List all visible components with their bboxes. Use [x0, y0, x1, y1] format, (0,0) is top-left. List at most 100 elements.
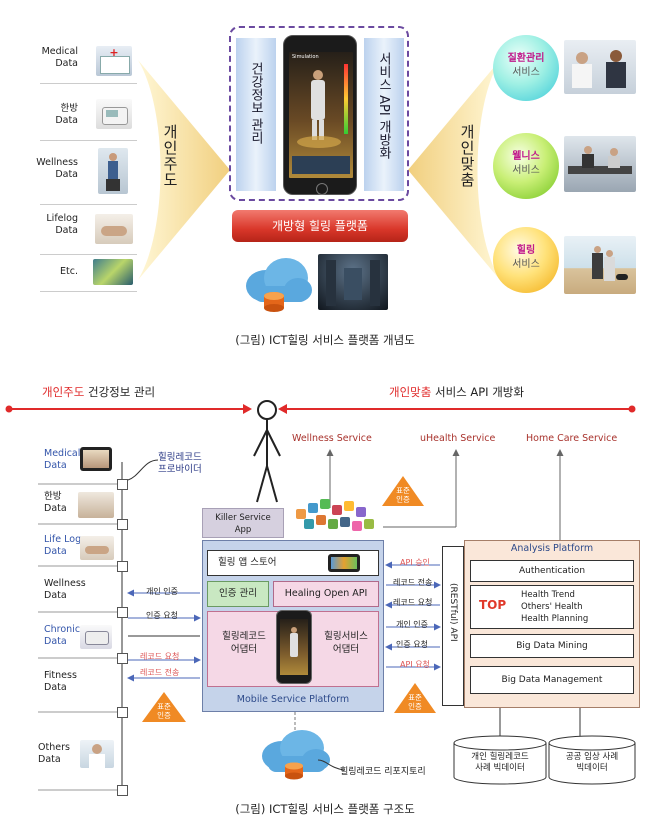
restful-api-label: (RESTful) API — [448, 583, 458, 642]
left-arrow-label: 개인주도 — [161, 124, 179, 188]
left-arrow-label-record-send: 레코드 전송 — [140, 668, 180, 677]
service-api-label: 서비스 API 개방화 — [376, 52, 391, 159]
bus-node — [117, 479, 128, 490]
health-planning-label: Health Planning — [521, 614, 589, 624]
list-item-wellness-data: Wellness Data — [36, 157, 78, 180]
wellness-circle: 웰니스 서비스 — [493, 133, 559, 199]
smartphone-image: Simulation — [283, 35, 357, 195]
user-stick-figure-icon — [253, 400, 281, 503]
figure-1-caption: (그림) ICT힐링 서비스 플랫폼 개념도 — [235, 333, 415, 347]
doctor-image — [80, 740, 114, 768]
analysis-platform-title: Analysis Platform — [510, 543, 594, 554]
left-arrow-label-auth-request: 인증 요청 — [146, 611, 178, 620]
others-health-label: Others' Health — [521, 602, 583, 612]
server-room-image — [318, 254, 388, 310]
list-divider — [40, 254, 137, 255]
personal-record-db-label: 개인 힐링레코드 사례 빅데이터 — [471, 752, 529, 773]
tablet-image — [80, 447, 112, 471]
database-icon — [548, 735, 636, 785]
hospital-image: + — [96, 46, 132, 76]
blood-pressure-monitor-image — [80, 625, 112, 649]
right-arrow-label: 개인맞춤 — [458, 124, 476, 188]
home-care-service-label: Home Care Service — [526, 433, 618, 444]
figure-2-caption: (그림) ICT힐링 서비스 플랫폼 구조도 — [235, 802, 415, 816]
disease-management-circle: 질환관리 서비스 — [493, 35, 559, 101]
mid-arrow-label-api-approval: API 승인 — [400, 558, 430, 567]
left-arrow-label-record-request: 레코드 요청 — [140, 652, 180, 661]
list-divider — [40, 204, 137, 205]
public-clinical-db-label: 공공 임상 사례 빅데이터 — [565, 752, 619, 773]
runner-image — [98, 148, 128, 194]
mid-arrow-label-api-request: API 요청 — [400, 660, 430, 669]
bus-node — [117, 707, 128, 718]
healing-app-store-box: 힐링 앱 스토어 — [207, 550, 379, 576]
list-item-medical-data: Medical Data — [41, 46, 78, 69]
health-info-label: 건강정보 관리 — [248, 62, 263, 145]
record-adapter-label: 힐링레코드 어댑터 — [222, 631, 266, 655]
killer-service-app-box: Killer Service App — [202, 508, 284, 538]
bus-node — [117, 653, 128, 664]
auth-management-box: 인증 관리 — [207, 581, 269, 607]
service-adapter-label: 힐링서비스 어댑터 — [324, 631, 368, 655]
left-arrow-label-personal-auth: 개인 인증 — [146, 587, 178, 596]
list-item-lifelog-data: Lifelog Data — [46, 213, 78, 236]
repository-pointer — [317, 759, 345, 771]
acupuncture-image — [78, 492, 114, 518]
list-item-etc: Etc. — [60, 266, 78, 277]
mid-arrow-label-auth-request: 인증 요청 — [396, 640, 428, 649]
mid-arrow-label-personal-auth: 개인 인증 — [396, 620, 428, 629]
healing-record-repository-label: 힐링레코드 리포지토리 — [340, 767, 426, 777]
beach-walk-image — [564, 236, 636, 294]
list-divider — [40, 291, 137, 292]
open-healing-platform-bar: 개방형 힐링 플랫폼 — [232, 210, 408, 242]
left-inbound-arrow — [138, 60, 230, 280]
bus-node — [117, 519, 128, 530]
bus-node — [117, 607, 128, 618]
authentication-box: Authentication — [470, 560, 634, 582]
healing-record-provider-label: 힐링레코드 프로바이더 — [158, 452, 202, 475]
right-inbound-arrow — [408, 60, 500, 280]
mid-arrow-label-record-request: 레코드 요청 — [393, 598, 433, 607]
restful-api-bar — [442, 546, 464, 706]
blood-pressure-monitor-image — [96, 99, 132, 129]
health-info-bar — [236, 38, 276, 191]
smartphone-image — [276, 610, 312, 684]
uhealth-service-label: uHealth Service — [420, 433, 496, 444]
smartphone-icon — [328, 554, 360, 572]
healing-open-api-box: Healing Open API — [273, 581, 379, 607]
provider-pointer — [127, 459, 159, 481]
platform-frame — [229, 26, 409, 201]
list-divider — [40, 83, 137, 84]
user-flow-arrows — [5, 404, 636, 414]
sleeping-person-image — [95, 214, 133, 244]
section-title-right: 개인맞춤 서비스 API 개방화 — [389, 385, 524, 399]
section-title-left: 개인주도 건강정보 관리 — [42, 385, 156, 399]
gym-image — [564, 136, 636, 192]
healing-circle: 힐링 서비스 — [493, 227, 559, 293]
doctor-consultation-image — [564, 40, 636, 94]
app-icons-cluster — [292, 495, 382, 540]
service-api-bar — [364, 38, 404, 191]
top-label: TOP — [479, 598, 507, 612]
health-trend-label: Health Trend — [521, 590, 575, 600]
abstract-image — [93, 259, 133, 285]
wellness-service-label: Wellness Service — [292, 433, 372, 444]
bus-node — [117, 561, 128, 572]
big-data-mining-box: Big Data Mining — [470, 634, 634, 658]
mobile-service-platform-label: Mobile Service Platform — [236, 694, 350, 705]
cloud-database-icon — [246, 258, 312, 312]
sleeping-person-image — [80, 536, 114, 560]
top-box: TOP Health Trend Others' Health Health P… — [470, 585, 634, 629]
list-divider — [40, 140, 137, 141]
database-icon — [453, 735, 547, 785]
